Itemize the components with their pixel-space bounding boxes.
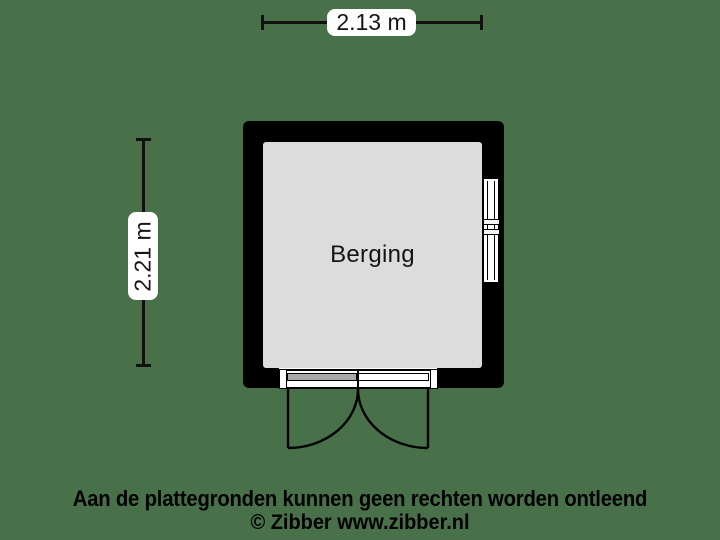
- footer-credit: © Zibber www.zibber.nl: [250, 511, 470, 534]
- window-rail: [483, 219, 499, 225]
- door-leaf-left: [287, 373, 357, 381]
- room-berging-floor: Berging: [263, 142, 482, 368]
- door-leaf-right: [357, 373, 429, 381]
- door-swing-arc-left: [287, 388, 360, 450]
- room-label: Berging: [330, 241, 415, 268]
- door-swing-arc-right: [356, 388, 429, 450]
- window-icon: [483, 178, 499, 283]
- door-sill-line: [286, 386, 430, 389]
- height-dimension-tick-top: [136, 138, 151, 141]
- width-dimension-label: 2.13 m: [336, 9, 407, 35]
- height-dimension-label-chip: 2.21 m: [128, 212, 158, 300]
- height-dimension-tick-bottom: [136, 364, 151, 367]
- width-dimension-label-chip: 2.13 m: [327, 9, 416, 36]
- width-dimension-tick-right: [480, 15, 483, 30]
- window-rail: [483, 229, 499, 235]
- height-dimension-label: 2.21 m: [129, 220, 156, 292]
- door-center-meeting-line: [357, 369, 359, 392]
- door-jamb-right: [429, 369, 438, 389]
- door-opening: [278, 368, 438, 392]
- footer-disclaimer: Aan de plattegronden kunnen geen rechten…: [72, 486, 648, 511]
- door-swing-arcs-icon: [286, 388, 430, 450]
- width-dimension-tick-left: [261, 15, 264, 30]
- door-jamb-left: [278, 369, 287, 389]
- room-berging-walls: Berging: [243, 121, 504, 392]
